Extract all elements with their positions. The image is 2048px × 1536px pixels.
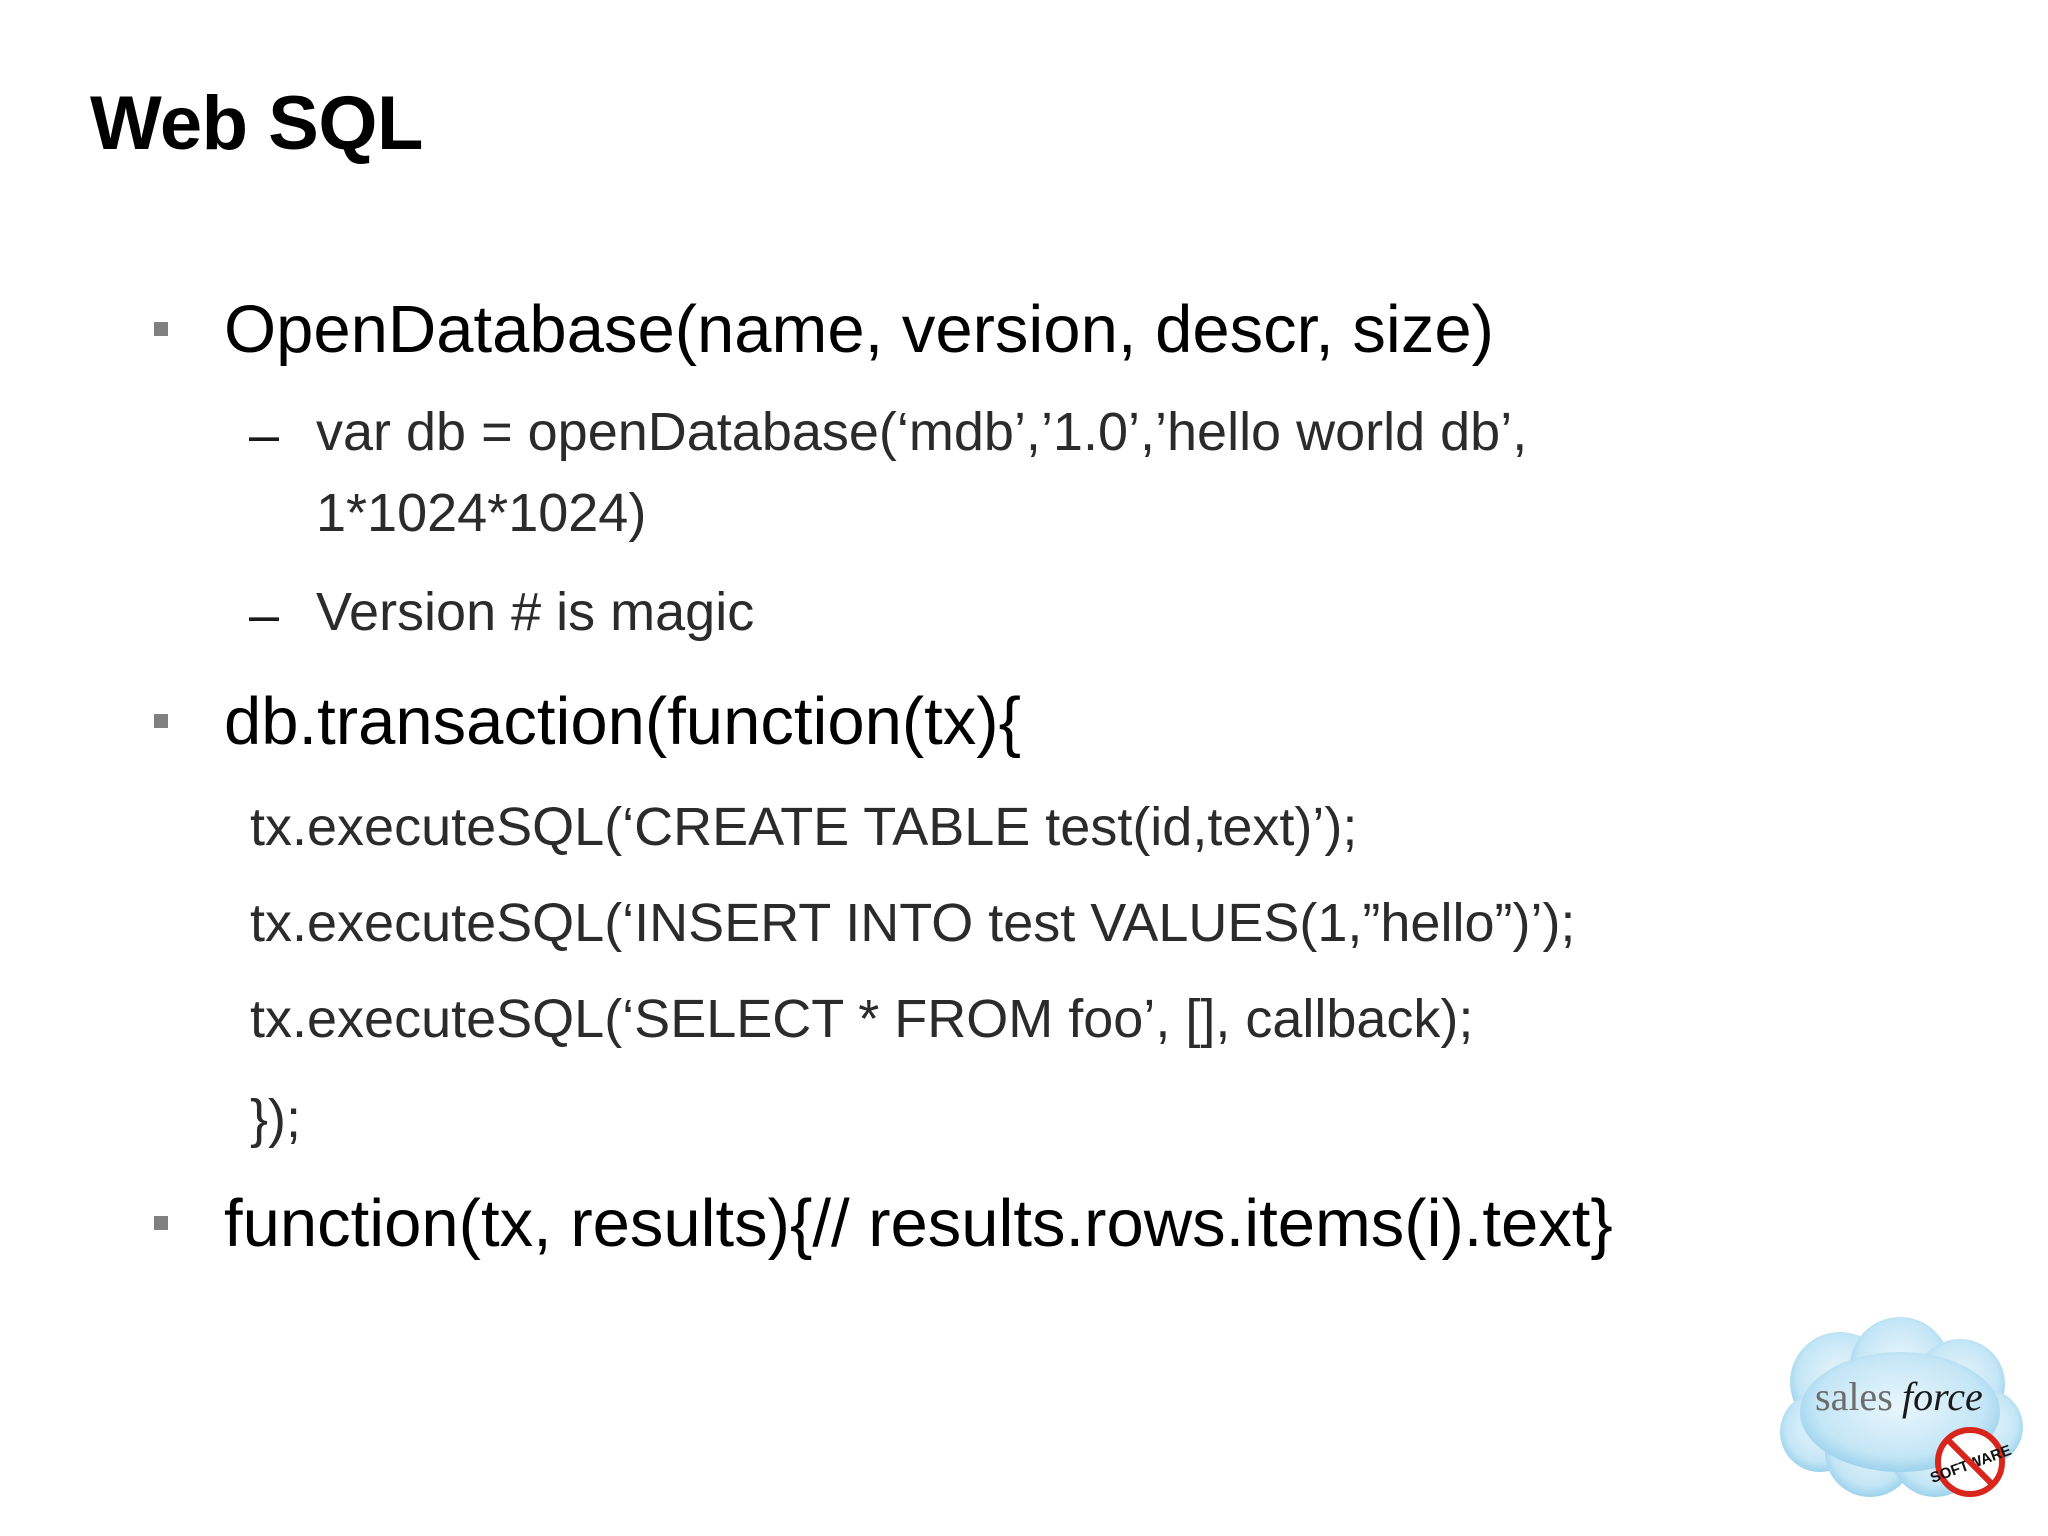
bullet-marker — [154, 714, 168, 728]
bullet-marker — [154, 322, 168, 336]
logo-text-force: force — [1902, 1374, 1983, 1419]
code-line: tx.executeSQL(‘SELECT * FROM foo’, [], c… — [250, 989, 1474, 1049]
bullet-transaction: db.transaction(function(tx){ — [224, 684, 1021, 759]
sub-bullet-dash: – — [249, 585, 280, 645]
sub-bullet-line: var db = openDatabase(‘mdb’,’1.0’,’hello… — [316, 402, 1528, 462]
no-software-stamp: SOFTWARE — [1928, 1427, 2014, 1497]
bullet-callback: function(tx, results){// results.rows.it… — [224, 1186, 1613, 1261]
sub-bullet-opendatabase-example: var db = openDatabase(‘mdb’,’1.0’,’hello… — [316, 392, 1527, 554]
salesforce-logo: sales force SOFTWARE — [1780, 1317, 2023, 1497]
code-line: tx.executeSQL(‘INSERT INTO test VALUES(1… — [250, 893, 1576, 953]
logo-text-sales: sales — [1815, 1374, 1893, 1419]
sub-bullet-line: 1*1024*1024) — [316, 483, 647, 543]
sub-bullet-version-magic: Version # is magic — [316, 582, 755, 642]
bullet-opendatabase: OpenDatabase(name, version, descr, size) — [224, 292, 1494, 367]
slide-title: Web SQL — [90, 81, 423, 166]
sub-bullet-dash: – — [249, 405, 280, 465]
bullet-marker — [154, 1216, 168, 1230]
code-line: tx.executeSQL(‘CREATE TABLE test(id,text… — [250, 797, 1358, 857]
code-line: }); — [250, 1089, 302, 1149]
